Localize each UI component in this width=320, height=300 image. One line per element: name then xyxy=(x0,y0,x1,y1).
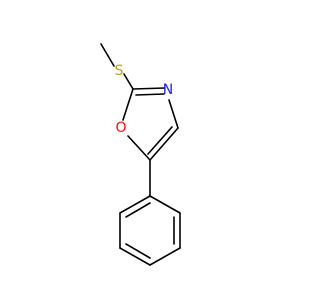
bond-ph-6-1 xyxy=(119,195,151,214)
bond-methyl-sulfur xyxy=(100,43,115,67)
bond-ph-4-5 xyxy=(119,247,151,266)
bond-oxygen-c2 xyxy=(122,88,134,121)
atom-nitrogen-label: N xyxy=(163,82,173,98)
bond-c4-c5-b xyxy=(147,126,173,155)
bond-ph-3-4 xyxy=(149,247,181,266)
atom-sulfur-label: S xyxy=(115,63,124,79)
bond-sulfur-c2 xyxy=(123,73,134,90)
bond-c5-oxygen xyxy=(127,135,151,161)
bond-c2-nitrogen-double-b xyxy=(135,93,165,96)
atom-labels: S N O xyxy=(115,63,174,136)
bond-ph-4-5-inner xyxy=(125,243,151,259)
bonds xyxy=(100,43,181,266)
bond-ph-1-2 xyxy=(149,195,181,214)
bond-ph-6-1-inner xyxy=(125,202,151,218)
atom-oxygen-label: O xyxy=(115,120,126,136)
molecule-structure: S N O xyxy=(100,43,181,266)
bond-nitrogen-c4 xyxy=(168,99,179,129)
bond-c4-c5-a xyxy=(149,127,179,161)
bond-c2-nitrogen-double-a xyxy=(132,87,166,90)
